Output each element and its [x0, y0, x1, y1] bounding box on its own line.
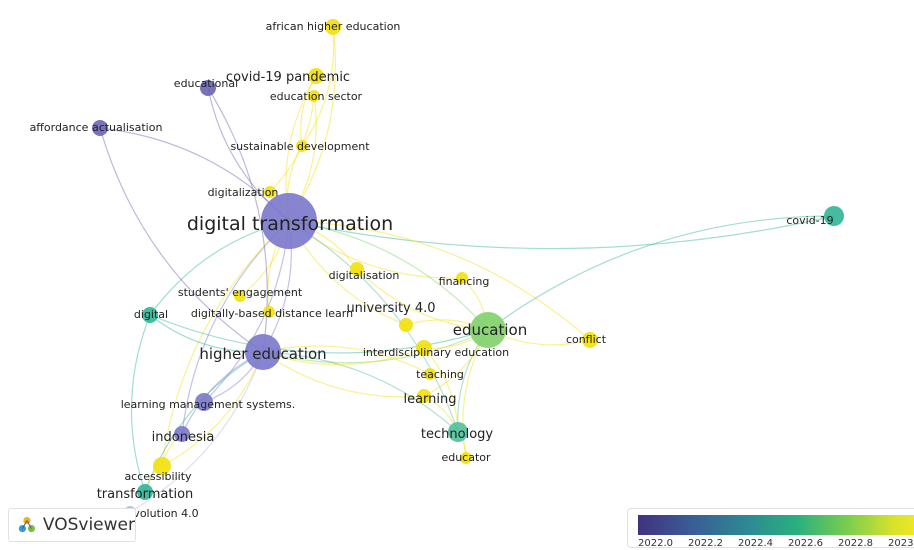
node-education[interactable]: [470, 312, 506, 348]
node-learning[interactable]: [417, 389, 431, 403]
node-technology[interactable]: [448, 422, 468, 442]
node-educator[interactable]: [460, 452, 472, 464]
node-learning-management-systems[interactable]: [195, 393, 213, 411]
legend-tick: 2022.2: [688, 538, 723, 549]
node-interdisciplinary-education[interactable]: [416, 340, 432, 356]
node-label-african-higher-education[interactable]: african higher education: [266, 20, 401, 33]
node-financing[interactable]: [456, 272, 468, 284]
link-education--digital: [149, 314, 489, 354]
node-covid-19[interactable]: [824, 206, 844, 226]
link-digital--transformation: [130, 314, 151, 493]
legend-color-bar: [638, 515, 914, 535]
node-digitalization[interactable]: [264, 186, 276, 198]
node-label-covid-19[interactable]: covid-19: [786, 214, 833, 227]
node-african-higher-education[interactable]: [325, 19, 341, 35]
node-students-engagement[interactable]: [234, 290, 246, 302]
link-higher-education--accessibility: [161, 351, 264, 467]
node-accessibility[interactable]: [153, 457, 171, 475]
node-label-digitally-based-distance-learn[interactable]: digitally-based distance learn: [191, 307, 353, 320]
node-conflict[interactable]: [582, 332, 598, 348]
node-label-financing[interactable]: financing: [439, 275, 490, 288]
node-label-digital-transformation[interactable]: digital transformation: [187, 213, 393, 235]
legend-tick: 2022.0: [638, 538, 673, 549]
node-sustainable-development[interactable]: [296, 140, 308, 152]
node-label-learning[interactable]: learning: [403, 392, 456, 407]
node-label-covid-19-pandemic[interactable]: covid-19 pandemic: [226, 70, 350, 85]
link-digital-transformation--accessibility: [161, 220, 290, 467]
link-education--covid-19: [487, 215, 835, 331]
link-higher-education--interdisciplinary-education: [262, 347, 425, 366]
link-digital-transformation--african-higher-education: [288, 26, 336, 222]
node-higher-education[interactable]: [245, 334, 281, 370]
node-university-4-0[interactable]: [399, 318, 413, 332]
node-label-educational[interactable]: educational: [174, 77, 238, 90]
legend-tick: 2023.0: [888, 538, 914, 549]
link-digital-transformation--conflict: [288, 220, 591, 341]
node-label-education[interactable]: education: [453, 321, 527, 339]
node-affordance-actualisation[interactable]: [92, 120, 108, 136]
year-legend: 2022.0 2022.2 2022.4 2022.6 2022.8 2023.…: [627, 508, 914, 550]
node-label-students-engagement[interactable]: students' engagement: [178, 286, 303, 299]
link-digital-transformation--indonesia: [181, 220, 290, 435]
node-digitalisation[interactable]: [350, 262, 364, 276]
link-higher-education--teaching: [262, 345, 431, 375]
node-label-digitalisation[interactable]: digitalisation: [329, 269, 400, 282]
node-label-digitalization[interactable]: digitalization: [208, 186, 279, 199]
node-transformation[interactable]: [137, 484, 153, 500]
node-teaching[interactable]: [424, 368, 436, 380]
node-educational[interactable]: [200, 80, 216, 96]
node-label-digital[interactable]: digital: [134, 308, 168, 321]
link-higher-education--affordance-actualisation: [99, 127, 264, 353]
brand-name: VOSviewer: [42, 515, 135, 535]
link-digital-transformation--covid-19: [288, 215, 835, 250]
node-label-technology[interactable]: technology: [421, 427, 493, 442]
legend-tick: 2022.8: [838, 538, 873, 549]
link-higher-education--education: [262, 329, 489, 364]
node-label-higher-education[interactable]: higher education: [199, 345, 326, 363]
legend-ticks: 2022.0 2022.2 2022.4 2022.6 2022.8 2023.…: [638, 538, 914, 550]
node-label-conflict[interactable]: conflict: [566, 333, 607, 346]
nodes-layer: [92, 19, 844, 518]
link-digital-transformation--technology: [288, 220, 459, 433]
node-digitally-based-distance-learn[interactable]: [263, 306, 275, 318]
node-label-indonesia[interactable]: indonesia: [152, 430, 215, 445]
node-education-sector[interactable]: [308, 90, 320, 102]
link-higher-education--industrial-revolution-4-0: [129, 351, 264, 513]
vosviewer-logo-icon: [18, 516, 36, 533]
node-label-educator[interactable]: educator: [441, 451, 491, 464]
node-covid-19-pandemic[interactable]: [308, 68, 324, 84]
node-label-teaching[interactable]: teaching: [416, 368, 464, 381]
node-label-transformation[interactable]: transformation: [97, 487, 194, 502]
node-digital[interactable]: [142, 307, 158, 323]
link-higher-education--learning: [262, 351, 425, 398]
node-digital-transformation[interactable]: [261, 193, 317, 249]
legend-tick: 2022.6: [788, 538, 823, 549]
node-label-university-4-0[interactable]: university 4.0: [346, 301, 435, 316]
node-label-education-sector[interactable]: education sector: [270, 90, 363, 103]
vosviewer-brand: VOSviewer: [8, 508, 136, 542]
link-higher-education--technology: [262, 351, 459, 433]
node-label-interdisciplinary-education[interactable]: interdisciplinary education: [363, 346, 509, 359]
node-label-sustainable-development[interactable]: sustainable development: [230, 140, 370, 153]
node-indonesia[interactable]: [174, 426, 190, 442]
legend-tick: 2022.4: [738, 538, 773, 549]
node-label-learning-management-systems[interactable]: learning management systems.: [121, 398, 296, 411]
node-label-affordance-actualisation[interactable]: affordance actualisation: [30, 121, 163, 134]
labels-layer: african higher education covid-19 pandemi…: [30, 20, 834, 520]
link-higher-education--transformation: [144, 351, 264, 493]
link-sustainable-development--african-higher-education: [301, 26, 335, 147]
link-digital-transformation--education: [288, 220, 489, 331]
node-label-accessibility[interactable]: accessibility: [124, 470, 192, 483]
